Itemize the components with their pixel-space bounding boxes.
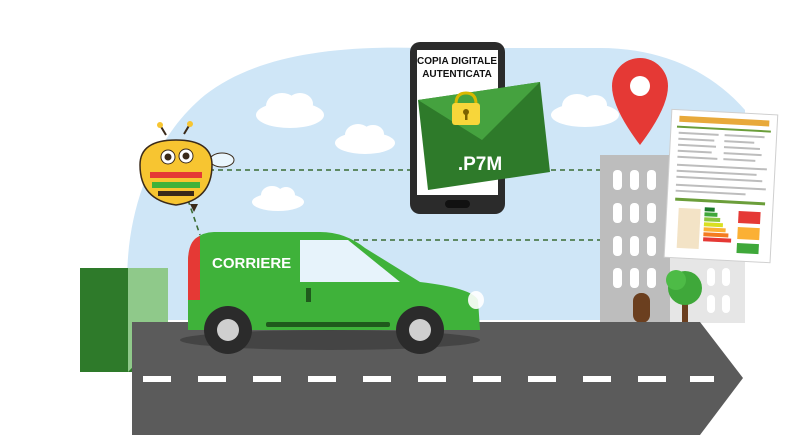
cloud-small: [252, 186, 304, 211]
dashed-line-bee: [187, 199, 201, 236]
phone-title-line2: AUTENTICATA: [422, 69, 492, 80]
location-pin-icon: [612, 58, 668, 145]
cloud-right: [551, 94, 619, 127]
lock-icon: [452, 91, 480, 125]
bee-mascot: [139, 121, 235, 212]
road-markings: [143, 376, 714, 382]
van-label: CORRIERE: [212, 255, 291, 272]
cloud-left: [256, 93, 324, 128]
energy-rating-bars: [703, 207, 732, 243]
tree: [666, 270, 702, 323]
building-door: [633, 293, 650, 323]
file-extension: .P7M: [458, 154, 502, 175]
building-windows: [613, 170, 730, 313]
courier-van: [180, 232, 484, 354]
cloud-center: [335, 124, 395, 154]
phone-title-line1: COPIA DIGITALE: [417, 56, 497, 67]
energy-certificate-document: [663, 108, 779, 264]
